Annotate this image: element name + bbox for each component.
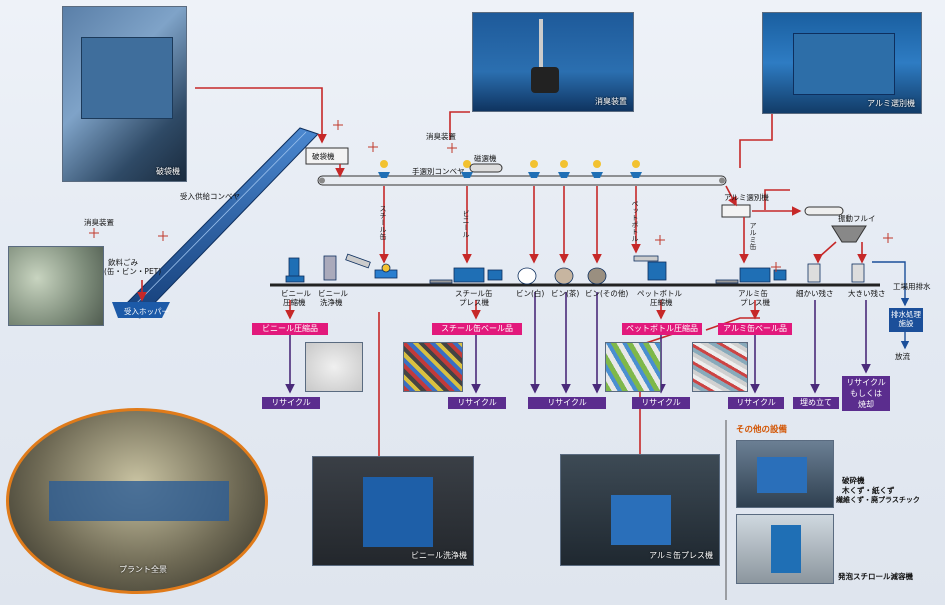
product-vinyl: ビニール圧縮品 [252,323,328,335]
photo-caption: 破袋機 [156,167,180,176]
label-bottle-brown: ビン(茶) [551,289,580,298]
output-recycle-3: リサイクル [528,397,606,409]
label-discharge: 放流 [895,352,910,361]
lower-machines [285,253,865,285]
input-waste-photo [8,246,104,326]
photo-caption: 消臭装置 [595,97,627,106]
label-vibrating-sieve: 振動フルイ [838,214,876,223]
label-infeed-conveyor: 受入供給コンベヤ [180,192,240,201]
vlabel-steel: スチール缶 [379,205,387,240]
output-recycle-or-line2: もしくは [850,389,882,398]
drain-treatment-line2: 施設 [898,319,914,328]
label-vinyl-wash-2: 洗浄機 [320,298,343,307]
label-aluminum-sorter: アルミ選別機 [724,193,769,202]
product-arrows [285,300,760,320]
output-recycle-or-line1: リサイクル [846,378,886,387]
aluminum-sorter-photo: アルミ選別機 [762,12,922,114]
sparkles [89,120,893,272]
photo-caption: ビニール洗浄機 [411,551,467,560]
styrofoam-label: 発泡スチロール減容機 [838,572,913,581]
plant-overview-photo: プラント全景 [6,408,268,594]
pet-bale-photo [605,342,661,392]
label-pet-press-1: ペットボトル [637,289,682,298]
label-steel-press-1: スチール缶 [455,289,493,298]
styrofoam-reducer-photo [736,514,834,584]
product-alu: アルミ缶ベール品 [718,323,792,335]
aluminum-sorter-box [721,204,751,218]
recycle-arrows [285,292,871,394]
vlabel-pet: ペットボトル [631,200,639,242]
label-hand-conveyor: 手選別コンベヤ [412,167,465,176]
label-bottle-white: ビン(白) [516,289,545,298]
photo-caption: アルミ缶プレス機 [649,551,713,560]
aluminum-press-photo: アルミ缶プレス機 [560,454,720,566]
label-input-line2: (缶・ビン・PET) [104,267,162,276]
label-bag-breaker: 破袋機 [312,152,335,161]
other-equipment-heading: その他の設備 [736,425,788,435]
drain-treatment-line1: 排水処理 [891,310,921,319]
product-pet: ペットボトル圧縮品 [622,323,702,335]
label-hopper: 受入ホッパー [124,307,169,316]
product-steel: スチール缶ベール品 [432,323,522,335]
crusher-label-3: 繊維くず・廃プラスチック [836,496,920,504]
bag-breaker-box [305,147,349,165]
photo-caption: プラント全景 [119,565,167,574]
magnet-shape [469,163,503,173]
output-recycle-2: リサイクル [448,397,506,409]
label-alu-press-1: アルミ缶 [738,289,768,298]
worker-stations [378,160,642,178]
label-input-line1: 飲料ごみ [108,258,138,267]
vlabel-alu: アルミ缶 [749,222,757,250]
vibrating-sieve [804,206,867,243]
hand-sorting-conveyor [317,175,727,186]
deodorizer-photo: 消臭装置 [472,12,634,112]
drain-treatment-facility: 排水処理 施設 [889,308,923,332]
bag-breaker-photo: 破袋機 [62,6,187,182]
label-magnet: 磁選機 [474,154,497,163]
crusher-photo [736,440,834,508]
label-vinyl-press-2: 圧縮機 [283,298,306,307]
label-wastewater: 工場用排水 [893,282,931,291]
vlabel-vinyl: ビニール [462,210,470,238]
output-recycle-or-line3: 焼却 [858,400,874,409]
crusher-label-2: 木くず・紙くず [842,486,895,495]
output-recycle-5: リサイクル [728,397,784,409]
label-vinyl-press-1: ビニール [281,289,311,298]
output-recycle-1: リサイクル [262,397,320,409]
label-deodorizer-left: 消臭装置 [84,218,114,227]
steel-bale-photo [403,342,463,392]
label-bottle-other: ビン(その他) [585,289,629,298]
label-pet-press-2: 圧縮機 [650,298,673,307]
label-steel-press-2: プレス機 [459,298,489,307]
wastewater-arrows [872,261,910,350]
output-recycle-4: リサイクル [632,397,690,409]
hopper-shape [112,302,170,318]
crusher-label-1: 破砕機 [842,476,865,485]
label-alu-press-2: プレス機 [740,298,770,307]
output-landfill: 埋め立て [793,397,839,409]
label-vinyl-wash-1: ビニール [318,289,348,298]
vinyl-bale-photo [305,342,363,392]
alu-bale-photo [692,342,748,392]
label-fine-residue: 細かい残さ [796,289,834,298]
vinyl-washer-photo: ビニール洗浄機 [312,456,474,566]
label-deodorizer-top: 消臭装置 [426,132,456,141]
label-large-residue: 大きい残さ [848,289,886,298]
output-recycle-or-incinerate: リサイクル もしくは 焼却 [842,376,890,411]
photo-caption: アルミ選別機 [867,99,915,108]
